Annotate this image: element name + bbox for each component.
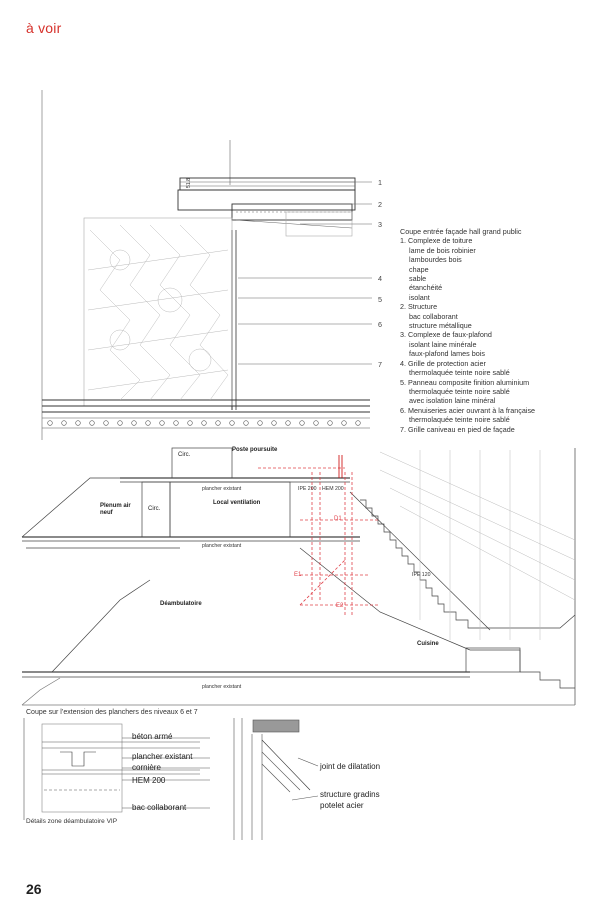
room-poste-poursuite: Poste poursuite bbox=[232, 447, 278, 453]
legend-plancher-existant: plancher existant bbox=[132, 752, 193, 761]
dim-label: 51.8 bbox=[186, 177, 193, 189]
caption-sub: étanchéité bbox=[409, 283, 443, 293]
caption-sub: avec isolation laine minéral bbox=[409, 396, 496, 406]
caption-sub: sable bbox=[409, 274, 427, 284]
label-e2: E2 bbox=[336, 603, 344, 609]
caption-sub: lambourdes bois bbox=[409, 255, 462, 265]
caption-item-1: 1. Complexe de toiture bbox=[400, 236, 473, 246]
legend-bac-collaborant: bac collaborant bbox=[132, 803, 187, 812]
callout-1: 1 bbox=[378, 178, 382, 187]
label-ipe120: IPE 120 bbox=[412, 572, 431, 578]
label-d1: D1 bbox=[334, 516, 342, 522]
room-plenum: Plenum air neuf bbox=[100, 503, 131, 516]
callout-5: 5 bbox=[378, 295, 382, 304]
page-number: 26 bbox=[26, 881, 42, 897]
label-plancher-1: plancher existant bbox=[202, 486, 242, 492]
caption-item-6: 6. Menuiseries acier ouvrant à la frança… bbox=[400, 405, 536, 415]
section-heading: à voir bbox=[26, 20, 62, 36]
caption-item-3: 3. Complexe de faux-plafond bbox=[400, 330, 492, 340]
room-cuisine: Cuisine bbox=[417, 641, 439, 647]
room-local-ventilation: Local ventilation bbox=[213, 500, 261, 506]
caption-sub: lame de bois robinier bbox=[409, 245, 476, 255]
caption-item-4: 4. Grille de protection acier bbox=[400, 358, 486, 368]
room-deambulatoire: Déambulatoire bbox=[160, 601, 202, 607]
caption-sub: isolant laine minérale bbox=[409, 339, 477, 349]
details-caption: Détails zone déambulatoire VIP bbox=[26, 818, 118, 825]
caption-sub: structure métallique bbox=[409, 321, 472, 331]
label-plancher-2: plancher existant bbox=[202, 543, 242, 549]
legend-beton-arme: béton armé bbox=[132, 732, 173, 741]
facade-caption: Coupe entrée façade hall grand public 1.… bbox=[400, 227, 590, 434]
caption-sub: faux-plafond lames bois bbox=[409, 349, 485, 359]
caption-sub: isolant bbox=[409, 292, 430, 302]
caption-item-5: 5. Panneau composite finition aluminium bbox=[400, 377, 530, 387]
callout-7: 7 bbox=[378, 360, 382, 369]
room-circ-mid: Circ. bbox=[148, 506, 161, 512]
caption-sub: thermolaquée teinte noire sablé bbox=[409, 415, 510, 425]
caption-sub: chape bbox=[409, 264, 429, 274]
label-plancher-3: plancher existant bbox=[202, 684, 242, 690]
caption-item-2: 2. Structure bbox=[400, 302, 438, 312]
caption-item-7: 7. Grille caniveau en pied de façade bbox=[400, 424, 515, 434]
callout-6: 6 bbox=[378, 320, 382, 329]
label-hem200: HEM 200 bbox=[322, 486, 344, 492]
caption-title: Coupe entrée façade hall grand public bbox=[400, 227, 522, 236]
legend-potelet-acier: potelet acier bbox=[320, 801, 364, 810]
planchers-caption: Coupe sur l’extension des planchers des … bbox=[26, 709, 198, 716]
caption-sub: thermolaquée teinte noire sablé bbox=[409, 386, 510, 396]
legend-joint-dilatation: joint de dilatation bbox=[320, 762, 381, 771]
callout-3: 3 bbox=[378, 220, 382, 229]
room-circ-top: Circ. bbox=[178, 452, 191, 458]
caption-sub: bac collaborant bbox=[409, 311, 458, 321]
label-e1: E1 bbox=[294, 572, 302, 578]
legend-structure-gradins: structure gradins bbox=[320, 790, 380, 799]
legend-hem200: HEM 200 bbox=[132, 776, 166, 785]
callout-4: 4 bbox=[378, 274, 382, 283]
label-ipe200: IPE 200 bbox=[298, 486, 317, 492]
caption-sub: thermolaquée teinte noire sablé bbox=[409, 368, 510, 378]
legend-corniere: cornière bbox=[132, 763, 161, 772]
callout-2: 2 bbox=[378, 200, 382, 209]
